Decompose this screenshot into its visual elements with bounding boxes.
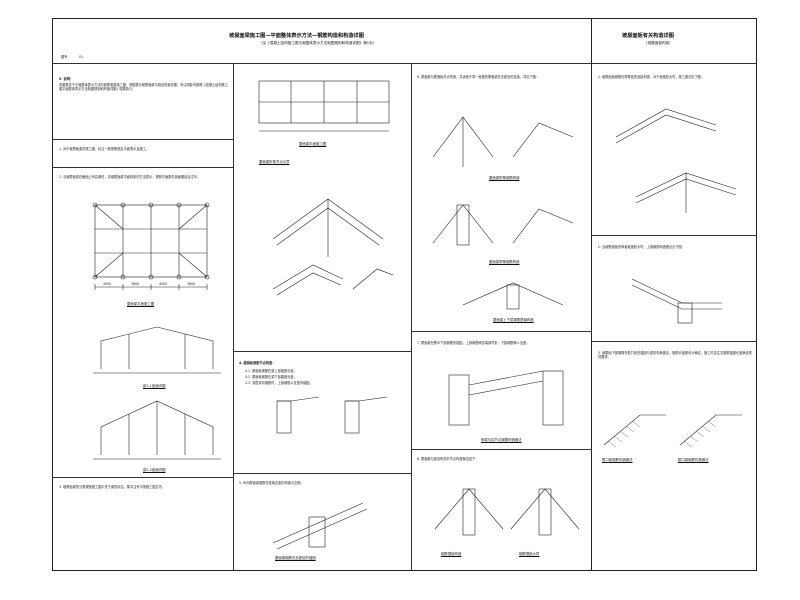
caption-section1: 剖1-1剖面详图: [143, 384, 166, 388]
divider: [592, 235, 756, 236]
step-4-item-3: 4.3. 双层双向钢筋时，上部钢筋从支座内锚固。: [245, 381, 313, 385]
divider: [411, 449, 591, 450]
divider: [592, 341, 756, 342]
caption-node-g: 钢筋搭接大样: [519, 552, 540, 556]
caption-node-a: 屋面梁阳角钢筋构造: [489, 176, 520, 180]
plan-drawing: [92, 202, 210, 290]
intro-heading: 0. 说明：: [59, 77, 74, 81]
side-caption-2: 檐口梁钢筋构造做法: [678, 458, 709, 462]
node-e-drawing: [448, 370, 564, 426]
column-divider-1: [233, 63, 234, 570]
step-3: 3. 坡屋面梁的分类按照施工图中关于梁的标注，集中注写中按施工图注写。: [59, 485, 166, 489]
divider: [233, 473, 411, 474]
step-5: 5. 纵向屋面梁钢筋在梁端支座内构造示意图：: [239, 481, 304, 485]
side-panel: 坡屋面板有关构造详图 （坡屋面板构造） 1. 坡屋面板钢筋在屋脊处的连接构造，对…: [592, 19, 756, 570]
main-subtitle: （见《混凝土结构施工图平面整体表示方法制图规则和构造详图》第1页）: [259, 41, 377, 45]
divider: [53, 167, 233, 168]
dim-4: 3600: [187, 282, 196, 286]
divider: [53, 139, 233, 140]
node-fg-drawing: [434, 488, 580, 536]
caption-node-b: 屋面梁阴角钢筋构造: [489, 260, 520, 264]
section2-drawing: [93, 400, 221, 460]
caption-node-c: 屋面梁上下层钢筋搭接构造: [493, 318, 534, 322]
divider: [53, 477, 233, 478]
step-2: 2. 当坡屋面梁在截面上有高差时，将坡屋面梁平面投影的方法表示，按照平面图与剖面…: [59, 175, 201, 179]
meta-label: 图号：: [61, 55, 71, 59]
dim-3: 4500: [159, 282, 168, 286]
side-title: 坡屋面板有关构造详图: [622, 33, 674, 39]
side-caption-1: 檐口板钢筋构造做法: [602, 458, 633, 462]
step-4-item-2: 4.2. 屋面板钢筋在梁下部锚固长度；: [245, 375, 297, 379]
eave-drawings: [603, 414, 742, 448]
side-subtitle: （坡屋面板构造）: [644, 41, 673, 45]
step-4-heading: 4. 屋面板钢筋节点构造：: [239, 361, 276, 365]
plan-small-drawing: [258, 80, 390, 132]
ridge-connection-drawing: [615, 108, 737, 213]
step-8: 8. 屋面梁与竖向构件的节点构造做法如下：: [417, 457, 479, 461]
caption-node-e: 斜梁与柱节点钢筋构造做法: [481, 438, 522, 442]
beam-support-drawing: [272, 502, 368, 550]
step-4-item-1: 4.1. 屋面板钢筋在梁上部锚固长度；: [245, 369, 297, 373]
caption-plan1: 屋面梁平面施工图: [127, 302, 155, 306]
caption-node-d: 屋面梁钢筋在支座处的锚固: [275, 556, 316, 560]
header-divider: [592, 63, 756, 64]
node-a-drawing: [432, 116, 574, 167]
caption-section2: 剖2-2剖面详图: [143, 468, 166, 472]
dim-1: 3000: [103, 282, 112, 286]
node-c-drawing: [462, 282, 564, 310]
drawing-sheet: 坡屋面梁施工图—平面整体表示方法—钢筋构造和构造详图 （见《混凝土结构施工图平面…: [52, 18, 757, 571]
side-item-1: 1. 坡屋面板钢筋在屋脊处的连接构造，对于坡度较大时，施工做法见下图：: [598, 75, 705, 79]
caption-node-top: 屋面梁折角节点示意: [259, 160, 290, 164]
ridge-node-drawing: [272, 198, 394, 296]
step-1: 1. 对于坡屋面梁的施工图，标注一般按照规定平面表示及施工。: [59, 147, 150, 151]
divider: [411, 331, 591, 332]
column-divider-2: [411, 63, 412, 570]
caption-plan-small: 屋面梁平面施工图: [299, 142, 327, 146]
step-6: 6. 屋面梁与屋面板节点构造，并适用于同一坡度的屋面梁在支座处的连接，详见下图：: [417, 75, 539, 79]
meta-value: 01: [79, 55, 84, 59]
slope-slab-drawing: [631, 278, 722, 324]
dim-2: 3600: [131, 282, 140, 286]
header-divider: [53, 63, 591, 64]
intro-text: 本图集关于平面整体表示方法的坡屋面梁施工图，按图表示坡屋面梁与相应构造详图；未注…: [59, 83, 228, 92]
side-item-2: 2. 当坡屋面板的斜板坡度较大时，上部钢筋构造做法见下图：: [598, 245, 685, 249]
slab-node-drawing: [276, 396, 388, 434]
step-7: 7. 屋面梁在跨中下部钢筋的锚固，上部钢筋伸至端部弯折，下部钢筋伸入支座。: [417, 341, 530, 345]
main-title: 坡屋面梁施工图—平面整体表示方法—钢筋构造和构造详图: [229, 33, 364, 39]
section1-drawing: [93, 326, 221, 374]
divider: [233, 351, 411, 352]
main-panel: 坡屋面梁施工图—平面整体表示方法—钢筋构造和构造详图 （见《混凝土结构施工图平面…: [53, 19, 592, 570]
caption-node-f: 钢筋搭接构造: [441, 552, 462, 556]
node-b-drawing: [432, 204, 574, 246]
side-item-3: 3. 坡屋面下部钢筋在檐口处的锚固与梁的构造做法，钢筋长度按设计确定，施工时应注…: [598, 351, 752, 360]
